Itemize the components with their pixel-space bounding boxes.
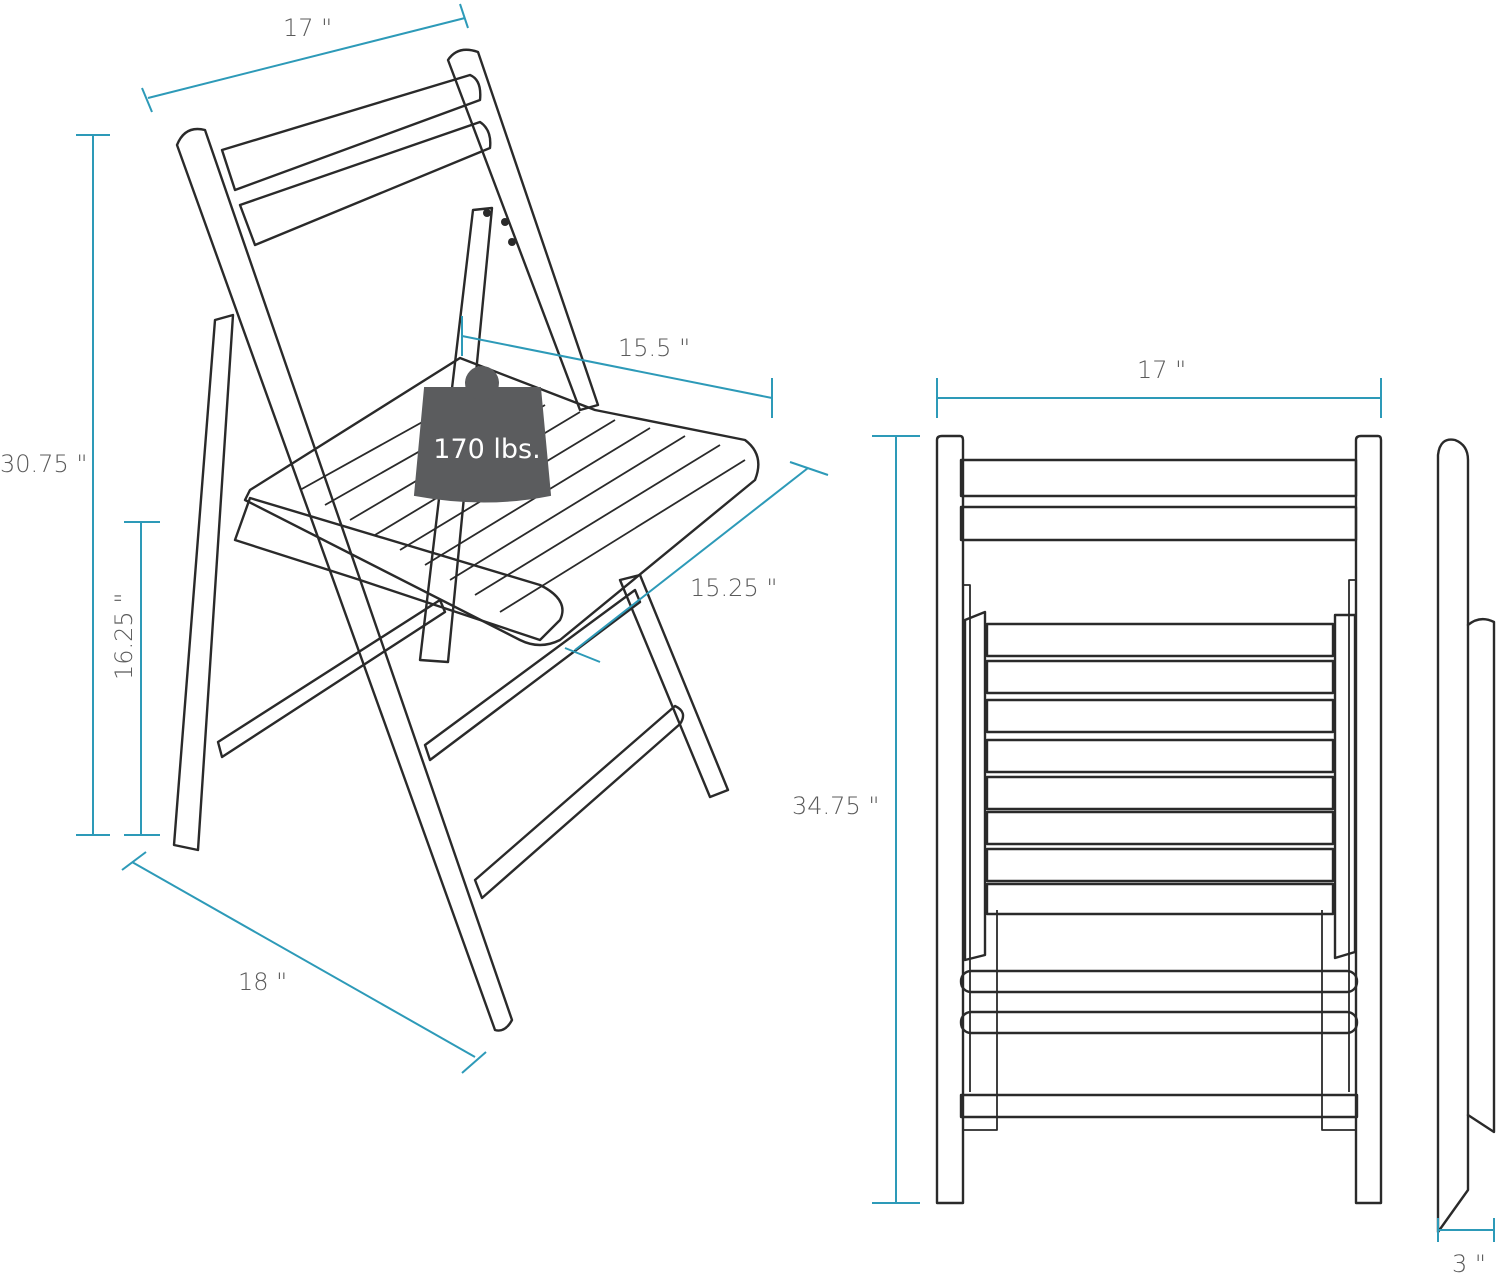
- svg-text:15.5 ": 15.5 ": [618, 334, 690, 362]
- chair-folded-front: [935, 434, 1383, 1205]
- dim-folded-thickness: 3 ": [1437, 1218, 1495, 1277]
- dim-total-height: 30.75 ": [0, 134, 110, 836]
- svg-text:3 ": 3 ": [1452, 1250, 1486, 1277]
- svg-text:16.25 ": 16.25 ": [110, 593, 138, 680]
- stretcher-bottom: [473, 704, 685, 900]
- back-post-left: [175, 127, 514, 1032]
- svg-text:18 ": 18 ": [238, 968, 287, 996]
- svg-text:30.75 ": 30.75 ": [0, 450, 87, 478]
- folded-seat-slats: [985, 622, 1335, 916]
- dim-back-width: 17 ": [141, 3, 469, 113]
- dim-folded-width: 17 ": [936, 356, 1382, 418]
- hinge-dot: [508, 238, 516, 246]
- hinge-dot: [501, 218, 509, 226]
- rear-leg-left: [172, 313, 235, 852]
- weight-label: 170 lbs.: [433, 434, 540, 465]
- back-slat-bottom: [238, 120, 492, 247]
- seat-front: [233, 496, 564, 642]
- seat-frame: [243, 356, 760, 647]
- dim-base-depth: 18 ": [121, 851, 487, 1074]
- back-slat-top: [220, 73, 482, 192]
- svg-text:34.75 ": 34.75 ": [792, 792, 879, 820]
- hinge-dot: [483, 209, 491, 217]
- dim-folded-height: 34.75 ": [792, 435, 920, 1204]
- svg-text:17 ": 17 ": [1137, 356, 1186, 384]
- dim-seat-width: 15.5 ": [461, 316, 773, 418]
- stretcher-low-left: [216, 598, 447, 759]
- dim-seat-depth: 15.25 ": [564, 461, 829, 663]
- svg-text:17 ": 17 ": [283, 14, 332, 42]
- seat-slats: [299, 389, 746, 613]
- chair-perspective: [172, 48, 760, 1032]
- rear-leg-inner: [418, 206, 494, 664]
- back-post-right: [446, 48, 600, 412]
- chair-folded-side: [1436, 438, 1496, 1234]
- weight-icon: 170 lbs.: [413, 366, 552, 503]
- dim-seat-height: 16.25 ": [110, 521, 160, 836]
- stretcher-mid: [423, 588, 642, 762]
- svg-text:15.25 ": 15.25 ": [690, 574, 777, 602]
